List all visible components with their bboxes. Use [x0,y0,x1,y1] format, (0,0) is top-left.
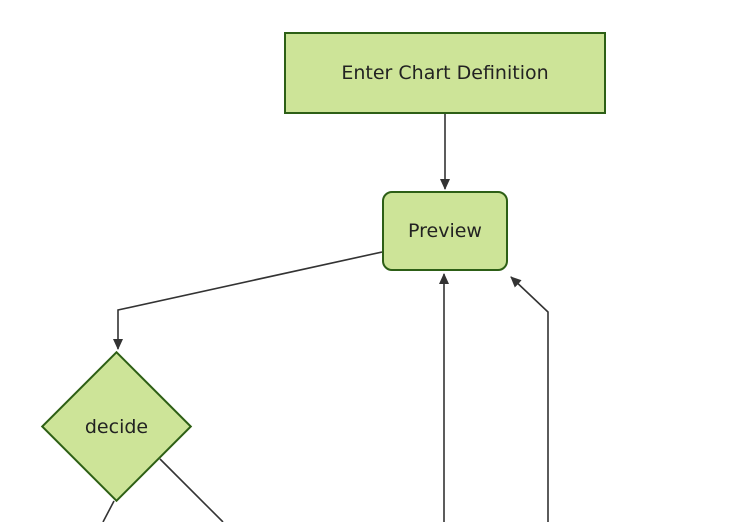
node-enter-chart-definition-label: Enter Chart Definition [341,61,549,84]
edge-decide-to-bottom-right [159,458,224,522]
node-preview: Preview [382,191,508,271]
edge-preview-to-decide [113,251,383,350]
edge-decide-to-bottom-left [102,500,115,522]
node-decide-label-box: decide [63,373,170,480]
edge-bottom-right-to-preview [510,276,549,522]
node-preview-label: Preview [408,219,482,242]
node-enter-chart-definition: Enter Chart Definition [284,32,606,114]
node-decide-label: decide [84,415,149,438]
